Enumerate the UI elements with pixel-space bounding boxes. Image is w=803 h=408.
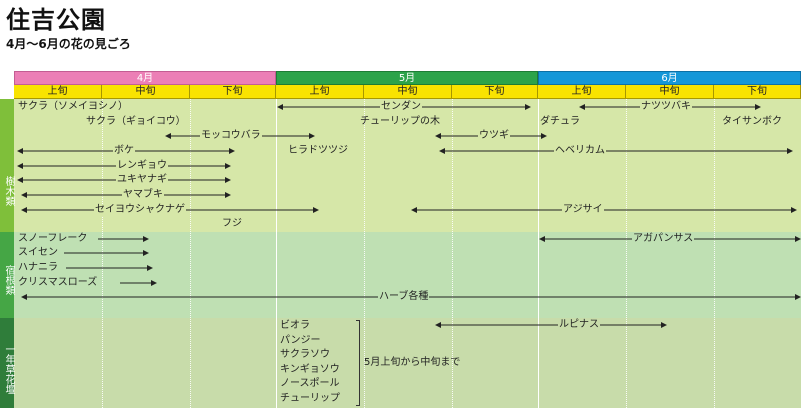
month-header-april: 4月 <box>14 71 276 85</box>
category-trees: 樹木類 <box>0 99 14 232</box>
phase-may-early: 上旬 <box>276 85 364 99</box>
label-mokkoubara: モッコウバラ <box>200 130 262 142</box>
label-hananira: ハナニラ <box>18 262 58 273</box>
phase-apr-mid: 中旬 <box>102 85 190 99</box>
grid-line <box>190 99 191 408</box>
label-christmas-rose: クリスマスローズ <box>18 277 98 288</box>
category-annual-bed: 一年草花壇 <box>0 318 14 408</box>
label-sendan: センダン <box>380 101 422 113</box>
label-annual-pansy: パンジー <box>280 335 321 346</box>
grid-line <box>714 99 715 408</box>
label-sakura-somei: サクラ（ソメイヨシノ） <box>18 101 128 112</box>
month-header-may: 5月 <box>276 71 538 85</box>
label-annual-tulip: チューリップ <box>280 393 340 404</box>
page-subtitle: 4月〜6月の花の見ごろ <box>6 37 131 51</box>
grid-line <box>626 99 627 408</box>
label-herbs: ハーブ各種 <box>378 291 430 303</box>
month-header-june: 6月 <box>538 71 801 85</box>
annual-bracket <box>356 320 360 406</box>
phase-may-late: 下旬 <box>452 85 538 99</box>
page-title: 住吉公園 <box>6 6 106 34</box>
label-ajisai: アジサイ <box>562 204 604 216</box>
label-yukiyanagi: ユキヤナギ <box>116 174 168 186</box>
label-dachura: ダチュラ <box>540 116 580 127</box>
phase-jun-late: 下旬 <box>714 85 801 99</box>
label-taisanboku: タイサンボク <box>722 116 782 127</box>
band-annual-bed <box>14 318 801 408</box>
phase-jun-early: 上旬 <box>538 85 626 99</box>
label-natsutsubaki: ナツツバキ <box>640 101 692 113</box>
label-annual-viola: ビオラ <box>280 320 310 331</box>
phase-apr-late: 下旬 <box>190 85 276 99</box>
label-heberikamu: ヘベリカム <box>554 145 606 157</box>
grid-line <box>364 99 365 408</box>
month-divider <box>538 99 539 408</box>
label-suisen: スイセン <box>18 247 58 258</box>
phase-apr-early: 上旬 <box>14 85 102 99</box>
label-agapanthus: アガパンサス <box>632 233 695 245</box>
label-lupinus: ルピナス <box>558 319 600 331</box>
label-boke: ボケ <box>113 145 135 157</box>
label-hiradotsutsuji: ヒラドツツジ <box>288 145 348 156</box>
label-yamabuki: ヤマブキ <box>122 189 164 201</box>
label-annual-northpole: ノースポール <box>280 378 340 389</box>
label-utsugi: ウツギ <box>478 130 510 142</box>
phase-jun-mid: 中旬 <box>626 85 714 99</box>
label-rengyou: レンギョウ <box>116 160 168 172</box>
label-fuji: フジ <box>222 218 242 229</box>
label-bracket-note: 5月上旬から中旬まで <box>364 357 461 368</box>
grid-line <box>452 99 453 408</box>
label-snowflake: スノーフレーク <box>18 233 88 244</box>
phase-may-mid: 中旬 <box>364 85 452 99</box>
label-tulip-tree: チューリップの木 <box>360 116 440 127</box>
label-annual-sakurasou: サクラソウ <box>280 349 330 360</box>
label-sakura-gyoiko: サクラ（ギョイコウ） <box>86 116 186 127</box>
month-divider <box>276 99 277 408</box>
label-annual-kingyosou: キンギョソウ <box>280 364 340 375</box>
label-seiyoushakunage: セイヨウシャクナゲ <box>94 204 186 216</box>
category-perennials: 宿根類 <box>0 232 14 318</box>
band-perennials <box>14 232 801 318</box>
